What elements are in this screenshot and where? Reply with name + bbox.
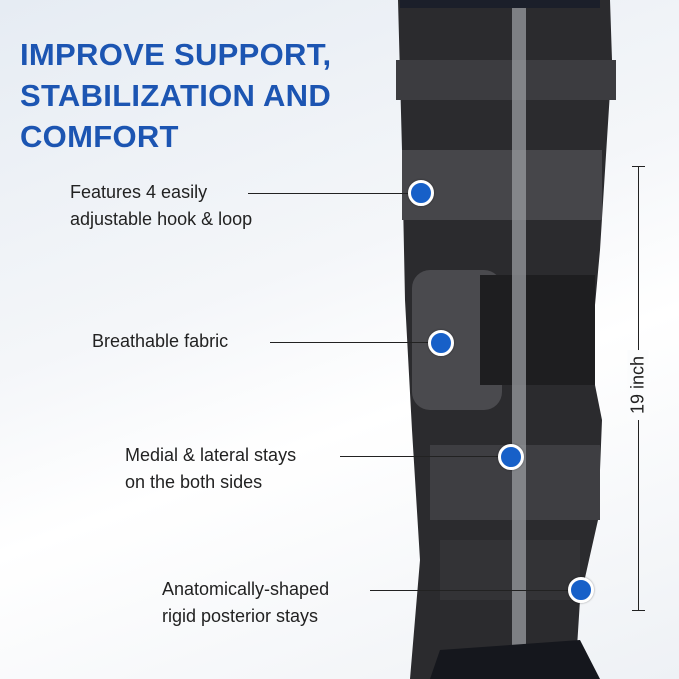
- callout-dot: [498, 444, 524, 470]
- callout-text: rigid posterior stays: [162, 606, 319, 626]
- callout-dot: [408, 180, 434, 206]
- callout-line: [370, 590, 570, 591]
- callout-hook-loop: Features 4 easily adjustable hook & loop: [70, 179, 252, 233]
- headline-line: IMPROVE SUPPORT,: [20, 37, 332, 72]
- callout-posterior: Anatomically-shaped rigid posterior stay…: [162, 576, 329, 630]
- strap-2: [402, 150, 602, 220]
- callout-stays: Medial & lateral stays on the both sides: [125, 442, 296, 496]
- measurement-cap: [632, 166, 645, 167]
- strap-1: [396, 60, 616, 100]
- headline: IMPROVE SUPPORT, STABILIZATION AND COMFO…: [20, 34, 331, 157]
- callout-text: on the both sides: [125, 472, 263, 492]
- callout-dot: [568, 577, 594, 603]
- elastic-band: [480, 275, 595, 385]
- measurement-cap: [632, 610, 645, 611]
- strap-4: [440, 540, 580, 600]
- callout-text: Breathable fabric: [92, 331, 229, 351]
- callout-text: adjustable hook & loop: [70, 209, 253, 229]
- callout-text: Medial & lateral stays: [125, 445, 297, 465]
- measurement-label: 19 inch: [627, 349, 649, 421]
- callout-text: Features 4 easily: [70, 182, 208, 202]
- headline-line: COMFORT: [20, 119, 179, 154]
- callout-line: [340, 456, 500, 457]
- headline-line: STABILIZATION AND: [20, 78, 332, 113]
- callout-text: Anatomically-shaped: [162, 579, 330, 599]
- callout-line: [270, 342, 430, 343]
- shoe: [430, 640, 600, 679]
- callout-line: [248, 193, 408, 194]
- pant-top: [400, 0, 600, 8]
- knee-pad: [412, 270, 502, 410]
- callout-breathable: Breathable fabric: [92, 328, 228, 355]
- callout-dot: [428, 330, 454, 356]
- stay-bar: [512, 0, 526, 660]
